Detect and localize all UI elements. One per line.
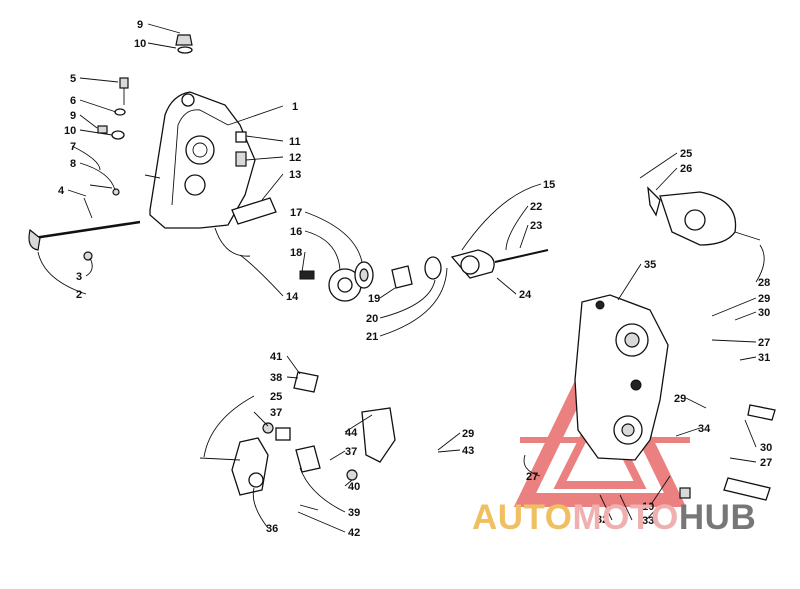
callout-33: 33 [642, 515, 654, 527]
callout-29: 29 [674, 393, 686, 405]
callout-10: 10 [134, 38, 146, 50]
callout-37: 37 [345, 446, 357, 458]
callout-14: 14 [286, 291, 299, 303]
callout-9: 9 [137, 19, 143, 31]
callout-2: 2 [76, 289, 82, 301]
callout-28: 28 [758, 277, 770, 289]
callout-31: 31 [758, 352, 770, 364]
callout-21: 21 [366, 331, 378, 343]
upper-right-bracket [647, 186, 761, 246]
callout-17: 17 [290, 207, 302, 219]
callout-27: 27 [760, 457, 772, 469]
gear-case-cover [144, 91, 256, 257]
lower-bracket [199, 371, 396, 511]
callout-42: 42 [348, 527, 360, 539]
callout-4: 4 [58, 185, 65, 197]
callout-32: 32 [596, 514, 608, 526]
callout-labels: 9 10 5 6 9 10 7 8 4 3 2 1 11 12 13 14 17… [58, 19, 772, 539]
callout-27: 27 [526, 471, 538, 483]
plates [231, 131, 277, 225]
callout-39: 39 [348, 507, 360, 519]
watermark-hub: HUB [678, 498, 757, 537]
callout-40: 40 [348, 481, 360, 493]
callout-44: 44 [345, 427, 358, 439]
callout-35: 35 [644, 259, 656, 271]
callout-11: 11 [289, 136, 301, 148]
callout-34: 34 [698, 423, 711, 435]
callout-30: 30 [758, 307, 770, 319]
callout-25: 25 [680, 148, 692, 160]
callout-7: 7 [70, 141, 76, 153]
callout-12: 12 [289, 152, 301, 164]
callout-18: 18 [290, 247, 302, 259]
callout-8: 8 [70, 158, 76, 170]
callout-26: 26 [680, 163, 692, 175]
watermark-auto: AUTO [472, 498, 573, 537]
callout-25: 25 [270, 391, 282, 403]
middle-assembly [299, 249, 549, 302]
callout-5: 5 [70, 73, 76, 85]
callout-19: 19 [368, 293, 380, 305]
callout-27: 27 [758, 337, 770, 349]
callout-38: 38 [270, 372, 282, 384]
callout-37: 37 [270, 407, 282, 419]
callout-1: 1 [292, 101, 298, 113]
callout-16: 16 [290, 226, 302, 238]
callout-30: 30 [760, 442, 772, 454]
callout-6: 6 [70, 95, 76, 107]
callout-23: 23 [530, 220, 542, 232]
callout-10: 10 [64, 125, 76, 137]
callout-29: 29 [462, 428, 474, 440]
callout-41: 41 [270, 351, 282, 363]
callout-13: 13 [289, 169, 301, 181]
leader-lines [37, 23, 765, 533]
callout-9: 9 [70, 110, 76, 122]
callout-36: 36 [266, 523, 278, 535]
watermark-text: AUTOMOTOHUB [472, 498, 800, 542]
callout-24: 24 [519, 289, 532, 301]
callout-3: 3 [76, 271, 82, 283]
callout-43: 43 [462, 445, 474, 457]
callout-22: 22 [530, 201, 542, 213]
callout-29: 29 [758, 293, 770, 305]
callout-20: 20 [366, 313, 378, 325]
watermark-moto: MOTO [572, 498, 679, 537]
callout-15: 15 [543, 179, 555, 191]
callout-10: 10 [642, 501, 654, 513]
right-housing [574, 294, 776, 521]
